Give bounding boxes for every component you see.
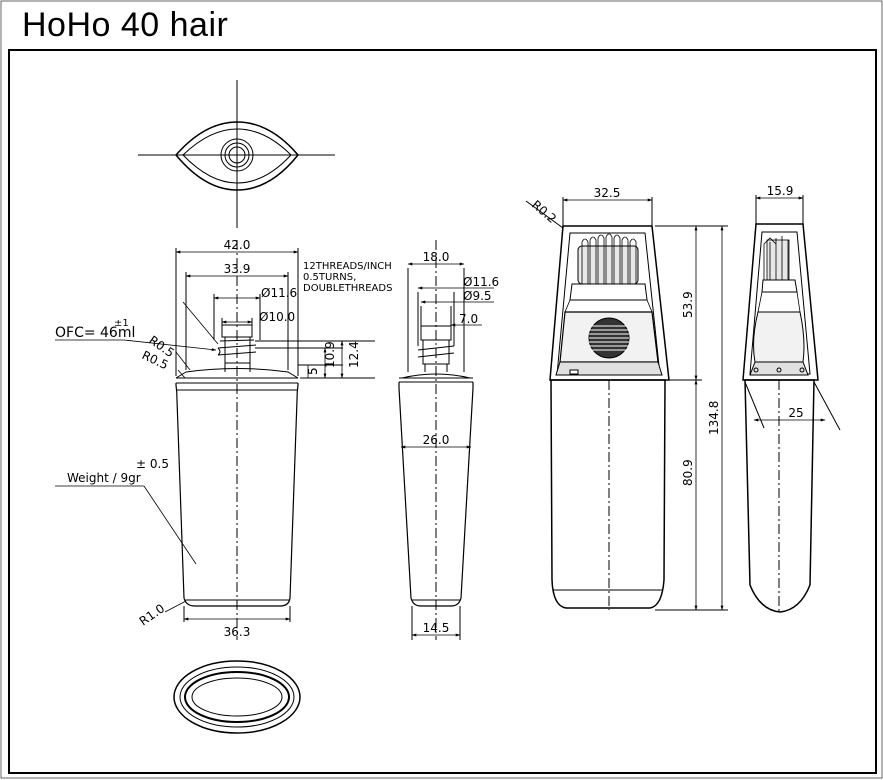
front-width-bottom: 36.3	[224, 625, 251, 639]
thread-note-line-3: DOUBLETHREADS	[303, 283, 392, 294]
ofc-label: OFC= 46ml	[55, 325, 135, 341]
side-bottle-view	[398, 240, 474, 640]
front-height-1: 10.9	[323, 341, 337, 368]
bottom-view	[173, 660, 301, 734]
total-height: 134.8	[707, 401, 721, 435]
ofc-tolerance: ±1	[114, 318, 129, 329]
thread-note-line-1: 12THREADS/INCH	[303, 261, 392, 272]
weight-label: Weight / 9gr	[67, 471, 141, 485]
front-dia-outer: Ø11.6	[261, 286, 297, 300]
side-width-top: 18.0	[423, 250, 450, 264]
weight-tolerance: ± 0.5	[136, 457, 169, 471]
front-width-thread: 33.9	[224, 262, 251, 276]
side-width-bottom: 14.5	[423, 621, 450, 635]
radius-bottom: R1.0	[137, 601, 167, 628]
cap-side-dimensions	[753, 196, 826, 422]
side-dimensions	[400, 262, 494, 637]
front-dimensions	[55, 250, 344, 621]
thread-note-line-2: 0.5TURNS,	[303, 272, 356, 283]
cap-side-width-mid: 25	[788, 406, 803, 420]
cap-height: 53.9	[681, 291, 695, 318]
cap-side-view	[742, 195, 841, 613]
drawing-title: HoHo 40 hair	[22, 6, 229, 44]
drawing-frame	[8, 49, 877, 774]
cap-width: 32.5	[594, 186, 621, 200]
top-view	[138, 80, 335, 228]
front-bottle-view	[175, 240, 375, 640]
cap-front-view	[525, 197, 728, 611]
body-height: 80.9	[681, 459, 695, 486]
cap-front-dimensions	[562, 198, 724, 611]
side-dia-2: Ø9.5	[463, 289, 492, 303]
side-neck: 7.0	[459, 312, 478, 326]
side-dia-1: Ø11.6	[463, 275, 499, 289]
front-height-3: 5	[306, 367, 320, 375]
side-width-mid: 26.0	[423, 433, 450, 447]
cap-side-width-top: 15.9	[767, 184, 794, 198]
front-height-2: 12.4	[347, 341, 361, 368]
front-width-total: 42.0	[224, 238, 251, 252]
front-dia-inner: Ø10.0	[259, 310, 295, 324]
